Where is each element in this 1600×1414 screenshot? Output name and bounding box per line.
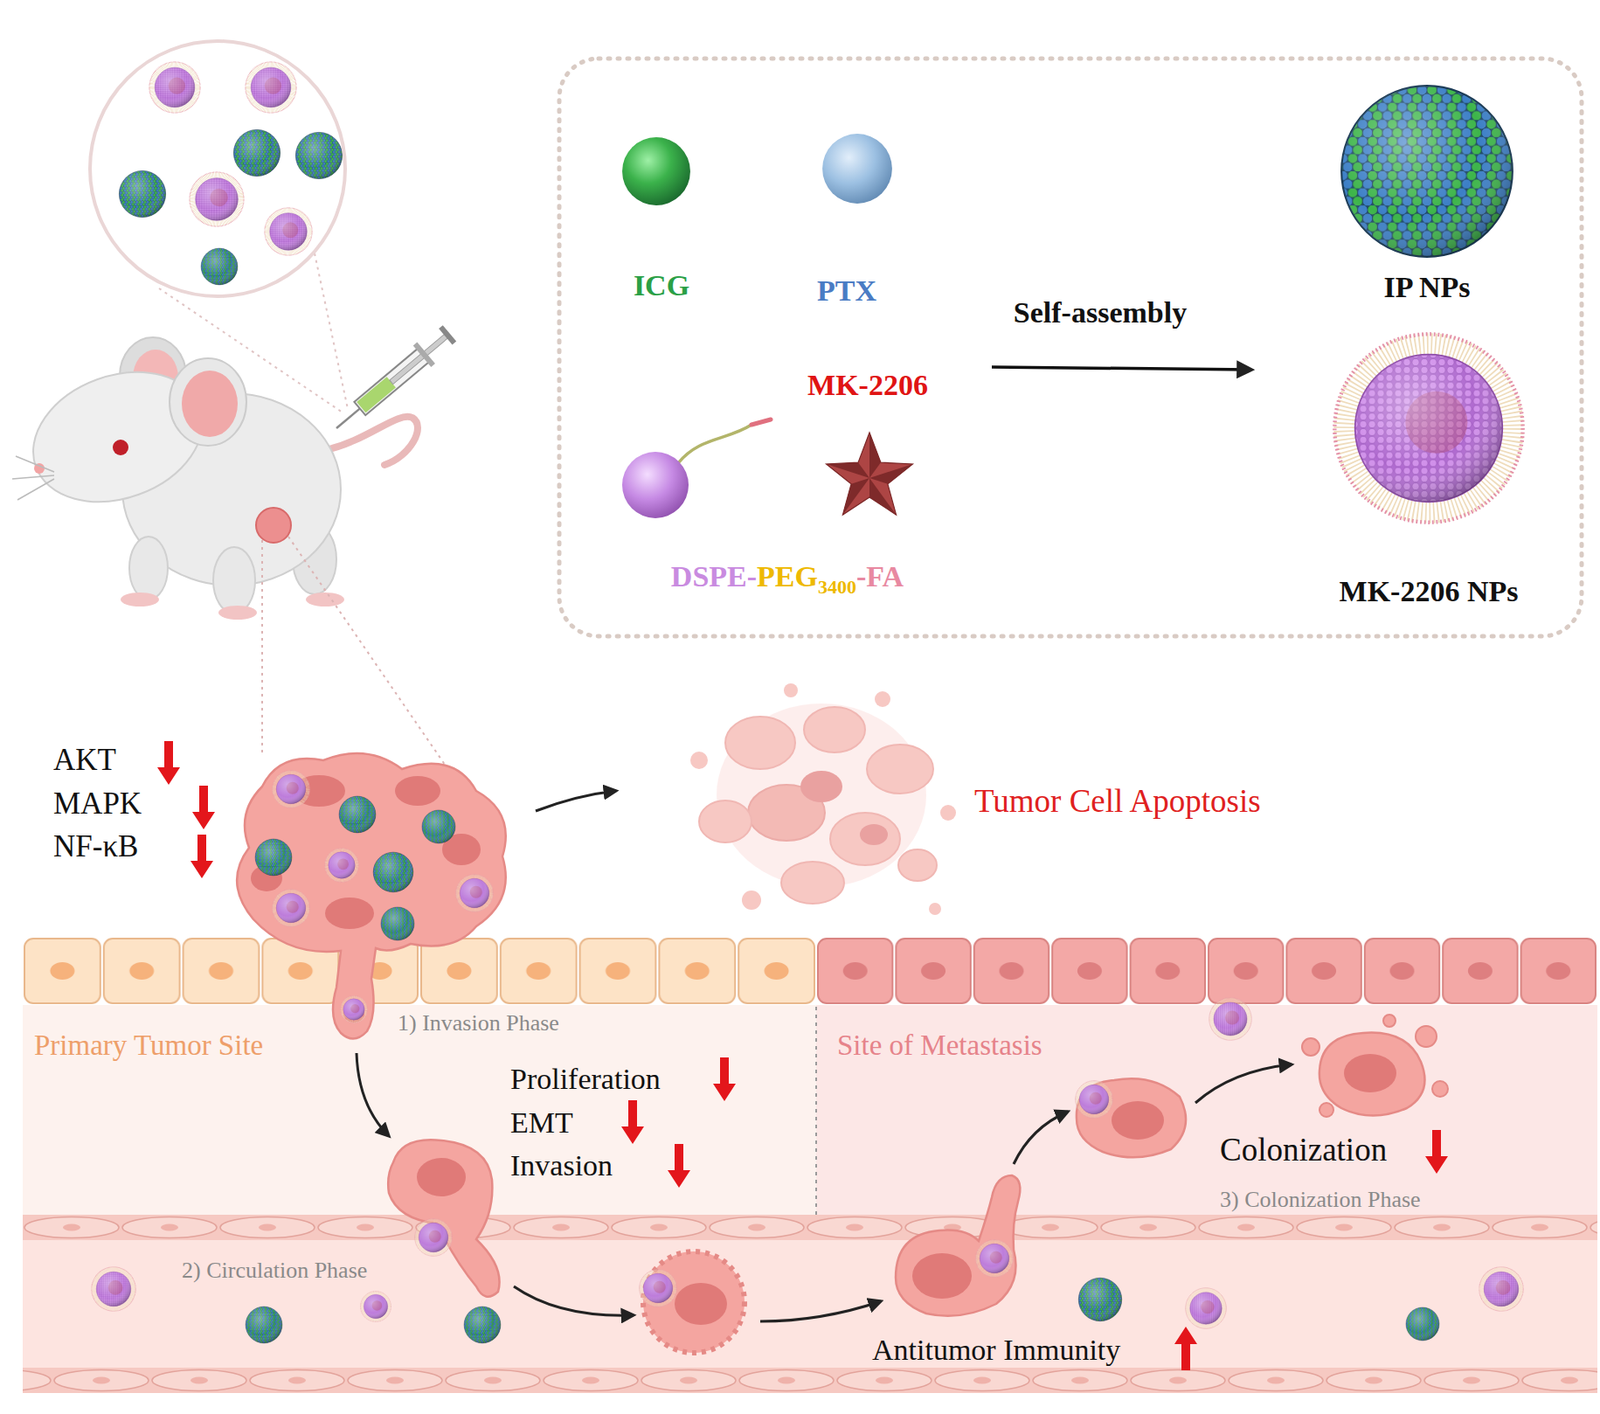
node-label: 3400 [817,575,857,598]
node-shape [620,135,693,208]
node-label: DSPE- [671,560,757,593]
node-shape [1331,331,1526,526]
label-text: MAPK [53,786,142,822]
label-text: NF-κB [53,829,139,865]
label-text: Antitumor Immunity [872,1332,1121,1367]
node-label: MK-2206 NPs [1339,574,1519,609]
node-shape [1336,81,1517,262]
nanoparticle: IP NPs [1336,81,1517,262]
label-text: Invasion [510,1148,613,1183]
node-label: ICG [633,268,690,303]
drug-star: MK-2206 [821,429,918,527]
label-text: 2) Circulation Phase [181,1257,368,1284]
node-shape [821,429,918,527]
node-shape [820,131,894,206]
nanoparticle: MK-2206 NPs [1331,331,1526,526]
icg-sphere: ICG [620,135,693,208]
label-text: 3) Colonization Phase [1219,1186,1421,1213]
label-text: Site of Metastasis [837,1029,1043,1063]
node-label: PTX [817,273,877,308]
ptx-sphere: PTX [820,131,894,206]
label-text: 1) Invasion Phase [397,1010,560,1037]
label-text: AKT [53,742,117,778]
node-label: -FA [856,560,904,593]
label-text: Colonization [1219,1131,1387,1170]
node-shape [620,410,774,520]
label-text: Tumor Cell Apoptosis [974,782,1261,821]
label-text: EMT [510,1105,574,1140]
lipid-molecule: DSPE-PEG3400-FA [620,410,774,520]
label-text: Proliferation [510,1061,661,1096]
node-label: IP NPs [1383,270,1470,305]
label-text: Primary Tumor Site [34,1029,264,1063]
node-label-group: DSPE-PEG3400-FA [671,559,904,598]
node-label: PEG [756,560,818,593]
node-label: MK-2206 [807,367,929,402]
label-text: Self-assembly [1013,295,1187,330]
